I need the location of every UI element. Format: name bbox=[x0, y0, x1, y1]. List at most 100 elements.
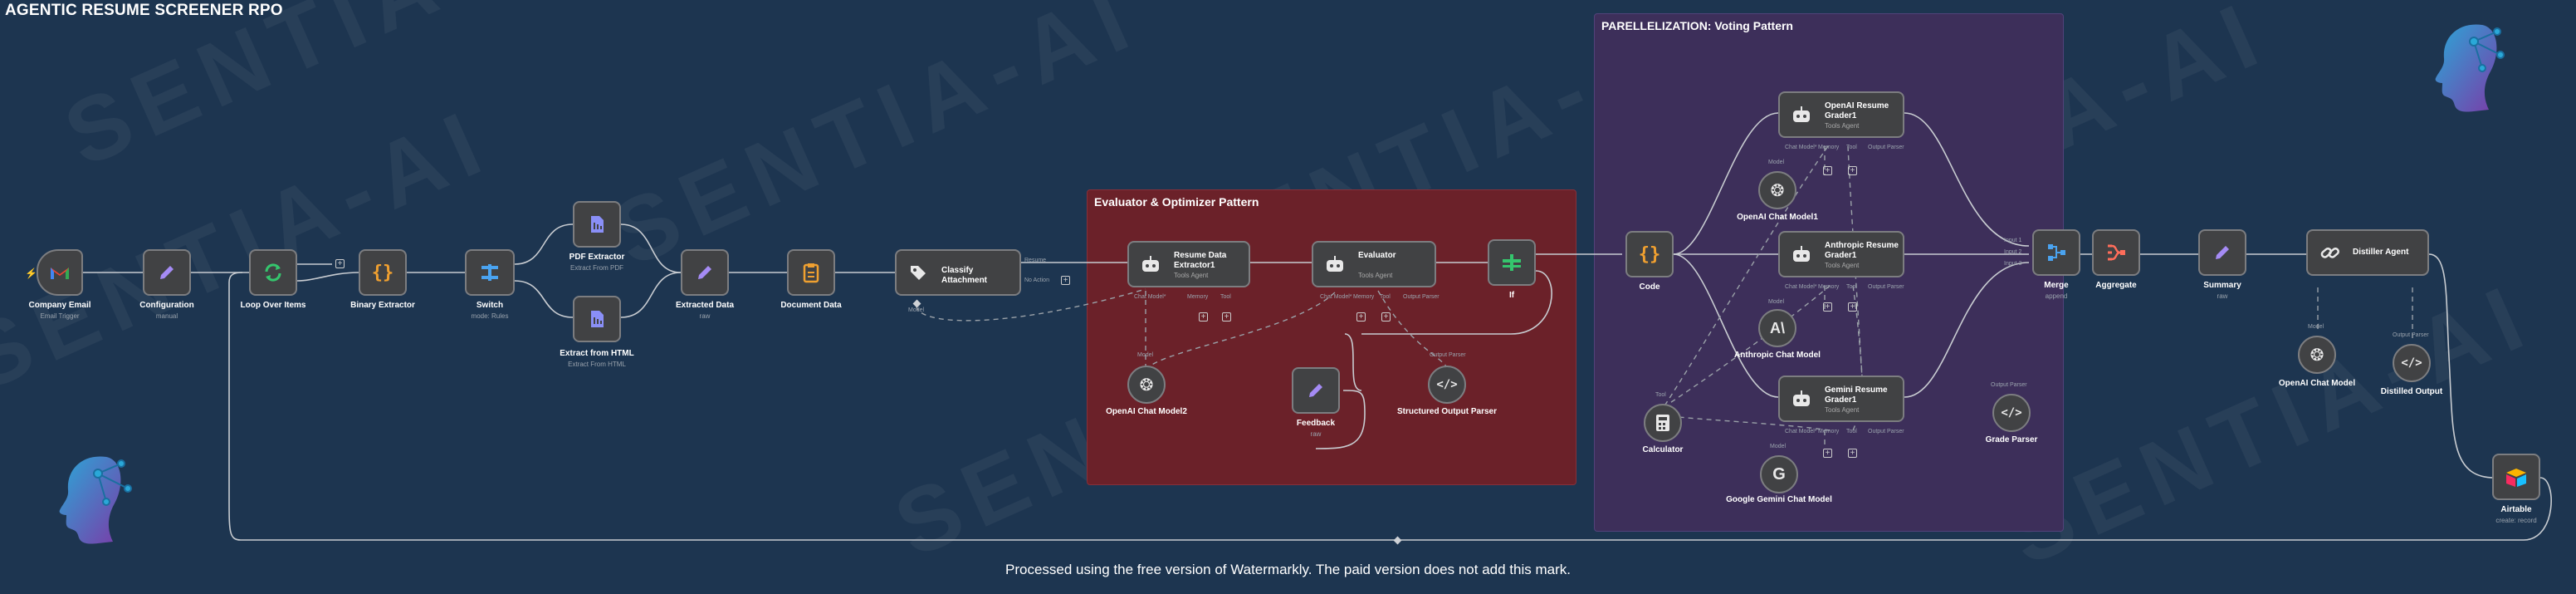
input-label: Input 2 bbox=[2004, 249, 2022, 255]
airtable-node[interactable] bbox=[2492, 454, 2540, 500]
node-label: Summary bbox=[2203, 281, 2241, 290]
add-subnode-button[interactable]: + bbox=[1848, 166, 1857, 175]
node-label: OpenAI Resume Grader1 bbox=[1825, 101, 1889, 120]
evaluator-node[interactable]: Evaluator Tools Agent bbox=[1312, 241, 1436, 287]
port-label: Tool bbox=[1846, 284, 1857, 290]
classify-attachment-node[interactable]: Classify Attachment bbox=[895, 249, 1021, 296]
switch-node[interactable] bbox=[465, 249, 515, 296]
code-node[interactable]: {} bbox=[1625, 231, 1674, 277]
port-label: Output Parser bbox=[1430, 352, 1466, 358]
google-gemini-chat-model-node[interactable]: G bbox=[1760, 455, 1798, 493]
add-node-button[interactable]: + bbox=[1061, 276, 1070, 285]
add-subnode-button[interactable]: + bbox=[1848, 302, 1857, 312]
ai-head-logo bbox=[59, 456, 132, 544]
openai-chat-model1-node[interactable]: ❂ bbox=[1758, 171, 1796, 209]
port-label: Tool bbox=[1846, 429, 1857, 434]
node-sublabel: mode: Rules bbox=[471, 312, 509, 320]
calculator-node[interactable] bbox=[1644, 404, 1682, 442]
structured-output-parser-node[interactable]: </> bbox=[1428, 366, 1466, 404]
sticky-note-title: Evaluator & Optimizer Pattern bbox=[1094, 195, 1259, 209]
node-label: Google Gemini Chat Model bbox=[1726, 495, 1832, 504]
port-label: Tool bbox=[1655, 392, 1666, 398]
add-subnode-button[interactable]: + bbox=[1222, 312, 1231, 322]
add-subnode-button[interactable]: + bbox=[1823, 449, 1832, 458]
port-label: Chat Model* bbox=[1785, 145, 1817, 150]
add-subnode-button[interactable]: + bbox=[1356, 312, 1366, 322]
port-label: Output Parser bbox=[1991, 382, 2027, 388]
add-subnode-button[interactable]: + bbox=[1199, 312, 1208, 322]
node-label: OpenAI Chat Model1 bbox=[1737, 213, 1818, 222]
loop-icon bbox=[265, 263, 281, 282]
node-label: Airtable bbox=[2500, 505, 2532, 514]
aggregate-node[interactable] bbox=[2092, 229, 2140, 276]
node-sublabel: Extract From HTML bbox=[568, 361, 626, 368]
port-label: Output Parser bbox=[2393, 332, 2429, 338]
node-label: Merge bbox=[2044, 281, 2069, 290]
robot-icon bbox=[1793, 390, 1810, 406]
openai-icon: ❂ bbox=[1139, 376, 1154, 395]
node-label: Structured Output Parser bbox=[1396, 407, 1498, 416]
node-sublabel: raw bbox=[1310, 430, 1322, 438]
anthropic-resume-grader-node[interactable]: Anthropic Resume Grader1 Tools Agent bbox=[1778, 231, 1904, 277]
loop-over-items-node[interactable] bbox=[249, 249, 297, 296]
code-braces-icon: {} bbox=[371, 262, 394, 283]
gemini-resume-grader-node[interactable]: Gemini Resume Grader1 Tools Agent bbox=[1778, 376, 1904, 422]
add-subnode-button[interactable]: + bbox=[1848, 449, 1857, 458]
node-sublabel: Email Trigger bbox=[40, 312, 80, 320]
openai-chat-model-node[interactable]: ❂ bbox=[2298, 336, 2336, 374]
sticky-note-evaluator[interactable]: Evaluator & Optimizer Pattern bbox=[1087, 189, 1576, 485]
pencil-icon bbox=[1309, 384, 1322, 397]
summary-node[interactable] bbox=[2198, 229, 2246, 276]
node-label: Configuration bbox=[139, 301, 194, 310]
node-sublabel: manual bbox=[155, 312, 178, 320]
ai-head-logo bbox=[2435, 24, 2505, 112]
add-subnode-button[interactable]: + bbox=[1823, 166, 1832, 175]
node-label: Extracted Data bbox=[675, 301, 735, 310]
port-label: Tool bbox=[1220, 294, 1231, 300]
extracted-data-node[interactable] bbox=[681, 249, 729, 296]
gmail-icon bbox=[51, 268, 69, 279]
port-label: Memory bbox=[1818, 145, 1840, 150]
add-node-button[interactable]: + bbox=[335, 259, 345, 268]
feedback-node[interactable] bbox=[1292, 367, 1340, 414]
port-label: Memory bbox=[1818, 284, 1840, 290]
anthropic-icon: A\ bbox=[1770, 319, 1785, 336]
output-label: Resume bbox=[1024, 258, 1047, 263]
node-label: Calculator bbox=[1642, 445, 1684, 454]
openai-chat-model2-node[interactable]: ❂ bbox=[1127, 366, 1166, 404]
node-label: Anthropic Resume Grader1 bbox=[1825, 241, 1899, 260]
robot-icon bbox=[1793, 106, 1810, 122]
document-data-node[interactable] bbox=[787, 249, 835, 296]
html-extractor-node[interactable] bbox=[573, 296, 621, 342]
aggregate-icon bbox=[2108, 244, 2125, 261]
node-label: Company Email bbox=[28, 301, 91, 310]
anthropic-chat-model-node[interactable]: A\ bbox=[1758, 309, 1796, 347]
resume-data-extractor-node[interactable]: Resume Data Extractor1 Tools Agent bbox=[1127, 241, 1250, 287]
document-icon bbox=[803, 263, 819, 283]
distiller-agent-node[interactable]: Distiller Agent bbox=[2306, 229, 2429, 276]
distilled-output-node[interactable]: </> bbox=[2393, 344, 2431, 382]
add-subnode-button[interactable]: + bbox=[1823, 302, 1832, 312]
merge-node[interactable] bbox=[2032, 229, 2080, 276]
grade-parser-node[interactable]: </> bbox=[1992, 394, 2031, 432]
pdf-extractor-node[interactable] bbox=[573, 201, 621, 248]
sticky-note-title: PARELLELIZATION: Voting Pattern bbox=[1601, 19, 1793, 32]
node-label: Evaluator bbox=[1358, 251, 1396, 260]
node-label: Resume Data Extractor1 bbox=[1174, 251, 1227, 270]
company-email-node[interactable] bbox=[37, 249, 83, 296]
airtable-icon bbox=[2506, 469, 2526, 487]
node-sublabel: create: record bbox=[2495, 517, 2537, 524]
node-label: Code bbox=[1639, 282, 1660, 292]
add-subnode-button[interactable]: + bbox=[1381, 312, 1391, 322]
robot-icon bbox=[1793, 246, 1810, 262]
openai-resume-grader-node[interactable]: OpenAI Resume Grader1 Tools Agent bbox=[1778, 91, 1904, 138]
node-label: Distiller Agent bbox=[2353, 248, 2409, 257]
node-sublabel: Extract From PDF bbox=[569, 264, 623, 272]
node-label: Switch bbox=[476, 301, 504, 310]
if-node[interactable] bbox=[1488, 239, 1536, 286]
link-icon bbox=[2320, 248, 2339, 258]
binary-extractor-node[interactable]: {} bbox=[359, 249, 407, 296]
configuration-node[interactable] bbox=[143, 249, 191, 296]
port-label: Output Parser bbox=[1868, 429, 1904, 434]
